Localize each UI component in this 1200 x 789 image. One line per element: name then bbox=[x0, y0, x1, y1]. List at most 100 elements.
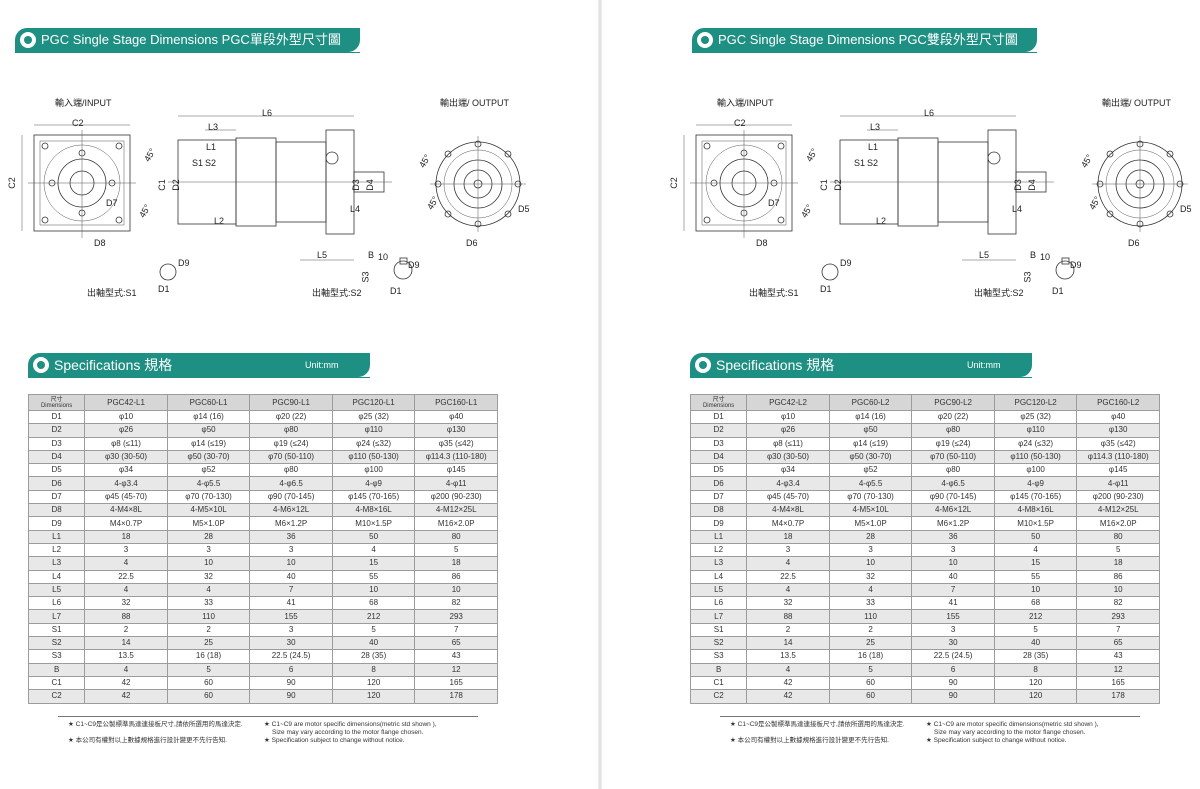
model-header: PGC60-L1 bbox=[166, 394, 251, 411]
dimension-name-cell: L4 bbox=[27, 569, 86, 584]
value-cell: φ90 (70-145) bbox=[911, 489, 995, 505]
value-cell: φ110 bbox=[331, 423, 416, 438]
dimension-name-cell: L4 bbox=[689, 569, 748, 584]
value-cell: 2 bbox=[828, 622, 913, 638]
value-cell: 120 bbox=[331, 689, 416, 704]
dimension-name-cell: D7 bbox=[689, 489, 748, 505]
value-cell: φ25 (32) bbox=[993, 409, 1078, 425]
dimension-name-cell: S2 bbox=[689, 636, 748, 651]
drawing-canvas bbox=[683, 115, 1188, 281]
value-cell: 42 bbox=[84, 689, 168, 704]
value-cell: φ114.3 (110-180) bbox=[414, 449, 498, 465]
l6-label: L6 bbox=[924, 108, 935, 118]
dimension-name-cell: D4 bbox=[689, 449, 748, 465]
value-cell: φ14 (16) bbox=[166, 409, 251, 425]
c1-label: C1 bbox=[156, 179, 167, 191]
value-cell: φ25 (32) bbox=[331, 409, 416, 425]
dimension-name-cell: L7 bbox=[689, 609, 748, 624]
value-cell: 80 bbox=[414, 529, 498, 544]
value-cell: φ8 (≤11) bbox=[84, 436, 168, 451]
value-cell: 293 bbox=[414, 609, 498, 624]
value-cell: 7 bbox=[414, 622, 498, 638]
value-cell: φ110 (50-130) bbox=[331, 449, 416, 465]
dimension-name-cell: D9 bbox=[27, 516, 86, 531]
model-header: PGC90-L2 bbox=[911, 394, 995, 411]
c2-label: C2 bbox=[72, 118, 84, 128]
bullet-icon bbox=[20, 32, 36, 48]
value-cell: 2 bbox=[166, 622, 251, 638]
value-cell: 13.5 bbox=[746, 649, 830, 664]
value-cell: 82 bbox=[1076, 596, 1160, 611]
value-cell: 4 bbox=[993, 542, 1078, 558]
dimension-name-cell: L2 bbox=[689, 542, 748, 558]
value-cell: 4-φ3.4 bbox=[84, 476, 168, 491]
value-cell: 10 bbox=[993, 582, 1078, 598]
value-cell: 7 bbox=[911, 582, 995, 598]
model-header: PGC160-L2 bbox=[1076, 394, 1160, 411]
shaft-s1-section bbox=[821, 263, 839, 281]
value-cell: 86 bbox=[414, 569, 498, 584]
value-cell: φ40 bbox=[414, 409, 498, 425]
value-cell: 4-φ6.5 bbox=[911, 476, 995, 491]
mounting-hole bbox=[703, 142, 711, 150]
value-cell: 43 bbox=[1076, 649, 1160, 664]
output-hole bbox=[1106, 150, 1114, 158]
bullet-icon bbox=[695, 357, 711, 373]
value-cell: 155 bbox=[249, 609, 333, 624]
value-cell: 22.5 (24.5) bbox=[911, 649, 995, 664]
value-cell: 8 bbox=[331, 662, 416, 677]
value-cell: φ70 (70-130) bbox=[166, 489, 251, 505]
value-cell: M4×0.7P bbox=[84, 516, 168, 531]
l4-label: L4 bbox=[350, 204, 361, 214]
value-cell: 4-M12×25L bbox=[1076, 503, 1160, 518]
note-en-2: ★ Specification subject to change withou… bbox=[926, 737, 1067, 744]
note-cn-2: ★ 本公司有權對以上數據規格進行設計變更不先行告知. bbox=[68, 737, 227, 744]
value-cell: 18 bbox=[84, 529, 168, 544]
value-cell: φ100 bbox=[331, 463, 416, 478]
output-hole bbox=[1166, 210, 1174, 218]
value-cell: M5×1.0P bbox=[828, 516, 913, 531]
value-cell: 4 bbox=[331, 542, 416, 558]
value-cell: 88 bbox=[84, 609, 168, 624]
model-header: PGC120-L1 bbox=[331, 394, 416, 411]
value-cell: 3 bbox=[249, 622, 333, 638]
value-cell: M5×1.0P bbox=[166, 516, 251, 531]
model-header: PGC60-L2 bbox=[828, 394, 913, 411]
dimension-name-cell: L3 bbox=[27, 556, 86, 571]
value-cell: 42 bbox=[746, 675, 830, 691]
value-cell: 90 bbox=[249, 675, 333, 691]
value-cell: φ50 (30-70) bbox=[828, 449, 913, 465]
l5-label: L5 bbox=[979, 250, 990, 260]
value-cell: 4-φ11 bbox=[414, 476, 498, 491]
header-corner-label: 尺寸 Dimensions bbox=[702, 396, 735, 409]
value-cell: 25 bbox=[828, 636, 913, 651]
value-cell: φ20 (22) bbox=[249, 409, 333, 425]
value-cell: 4 bbox=[84, 582, 168, 598]
value-cell: 5 bbox=[414, 542, 498, 558]
value-cell: 120 bbox=[993, 675, 1078, 691]
header-underline bbox=[28, 377, 370, 378]
value-cell: φ26 bbox=[746, 423, 830, 438]
value-cell: φ52 bbox=[166, 463, 251, 478]
shaft-s2-label: 出軸型式:S2 bbox=[312, 288, 362, 298]
s3-label: S3 bbox=[1022, 271, 1033, 283]
value-cell: 14 bbox=[746, 636, 830, 651]
value-cell: M6×1.2P bbox=[249, 516, 333, 531]
value-cell: φ110 (50-130) bbox=[993, 449, 1078, 465]
value-cell: 10 bbox=[249, 556, 333, 571]
value-cell: φ130 bbox=[414, 423, 498, 438]
value-cell: 68 bbox=[331, 596, 416, 611]
value-cell: 4 bbox=[166, 582, 251, 598]
dimension-name-cell: D6 bbox=[689, 476, 748, 491]
l2-label: L2 bbox=[214, 216, 225, 226]
d1-label: D1 bbox=[158, 284, 170, 294]
dimension-name-cell: L5 bbox=[689, 582, 748, 598]
note-en-1: ★ C1~C9 are motor specific dimensions(me… bbox=[926, 721, 1099, 728]
value-cell: 120 bbox=[993, 689, 1078, 704]
